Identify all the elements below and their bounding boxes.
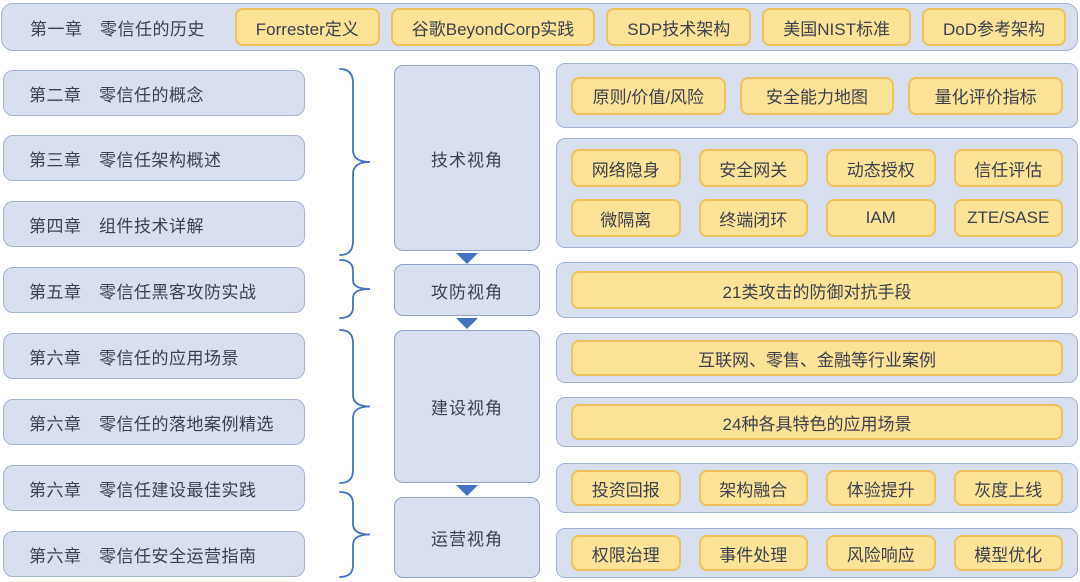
topic-tag: ZTE/SASE — [953, 199, 1063, 237]
panel-best-practices: 投资回报 架构融合 体验提升 灰度上线 — [556, 463, 1078, 513]
chapter-box: 第六章 零信任的落地案例精选 — [3, 399, 305, 445]
topic-tag: 量化评价指标 — [908, 76, 1064, 115]
topic-tag: Forrester定义 — [234, 8, 380, 46]
topic-tag: 风险响应 — [826, 535, 936, 571]
topic-tag: DoD参考架构 — [921, 8, 1066, 46]
topic-tag: 谷歌BeyondCorp实践 — [390, 8, 596, 46]
chapter-box: 第四章 组件技术详解 — [3, 201, 305, 247]
curly-brace-icon — [339, 259, 371, 319]
topic-tag: 美国NIST标准 — [762, 8, 911, 46]
chapter-box: 第五章 零信任黑客攻防实战 — [3, 267, 305, 313]
chapter-box: 第二章 零信任的概念 — [3, 70, 305, 116]
panel-concepts: 原则/价值/风险 安全能力地图 量化评价指标 — [556, 63, 1078, 128]
topic-tag: 安全能力地图 — [739, 76, 895, 115]
curly-brace-icon — [339, 68, 371, 256]
topic-tag: 事件处理 — [698, 535, 808, 571]
topic-tag: SDP技术架构 — [606, 8, 752, 46]
arrow-down-icon — [456, 318, 478, 329]
chapter-box: 第六章 零信任安全运营指南 — [3, 531, 305, 577]
perspective-box-construction: 建设视角 — [394, 330, 540, 483]
topic-tag: 灰度上线 — [953, 470, 1063, 506]
chapter-row-history: 第一章 零信任的历史 Forrester定义 谷歌BeyondCorp实践 SD… — [1, 3, 1078, 51]
panel-application-scenarios: 24种各具特色的应用场景 — [556, 397, 1078, 447]
chapter-box: 第六章 零信任建设最佳实践 — [3, 465, 305, 511]
topic-tag: 安全网关 — [698, 149, 808, 187]
topic-tag: 原则/价值/风险 — [571, 76, 726, 115]
topic-tag: 信任评估 — [953, 149, 1063, 187]
panel-attack-defense: 21类攻击的防御对抗手段 — [556, 262, 1078, 318]
chapter-box: 第三章 零信任架构概述 — [3, 135, 305, 181]
arrow-down-icon — [456, 253, 478, 264]
curly-brace-icon — [339, 491, 371, 578]
panel-industry-cases: 互联网、零售、金融等行业案例 — [556, 333, 1078, 383]
topic-tag: 架构融合 — [698, 470, 808, 506]
topic-tag: 体验提升 — [826, 470, 936, 506]
panel-operations: 权限治理 事件处理 风险响应 模型优化 — [556, 528, 1078, 578]
topic-tag: 终端闭环 — [698, 199, 808, 237]
topic-tag: 网络隐身 — [571, 149, 681, 187]
perspective-box-technical: 技术视角 — [394, 65, 540, 251]
topic-tag: 微隔离 — [571, 199, 681, 237]
topic-tag-wide: 24种各具特色的应用场景 — [571, 404, 1063, 440]
topic-tag-wide: 21类攻击的防御对抗手段 — [571, 271, 1063, 309]
curly-brace-icon — [339, 329, 371, 484]
chapter-label: 第一章 零信任的历史 — [30, 19, 205, 39]
chapter-box: 第六章 零信任的应用场景 — [3, 333, 305, 379]
perspective-box-attack-defense: 攻防视角 — [394, 264, 540, 316]
panel-technologies: 网络隐身 安全网关 动态授权 信任评估 微隔离 终端闭环 IAM ZTE/SAS… — [556, 138, 1078, 248]
topic-tag: 动态授权 — [826, 149, 936, 187]
topic-tag-wide: 互联网、零售、金融等行业案例 — [571, 340, 1063, 376]
topic-tag: 权限治理 — [571, 535, 681, 571]
perspective-box-operations: 运营视角 — [394, 497, 540, 578]
topic-tag: 投资回报 — [571, 470, 681, 506]
topic-tag: IAM — [826, 199, 936, 237]
arrow-down-icon — [456, 485, 478, 496]
topic-tag: 模型优化 — [953, 535, 1063, 571]
